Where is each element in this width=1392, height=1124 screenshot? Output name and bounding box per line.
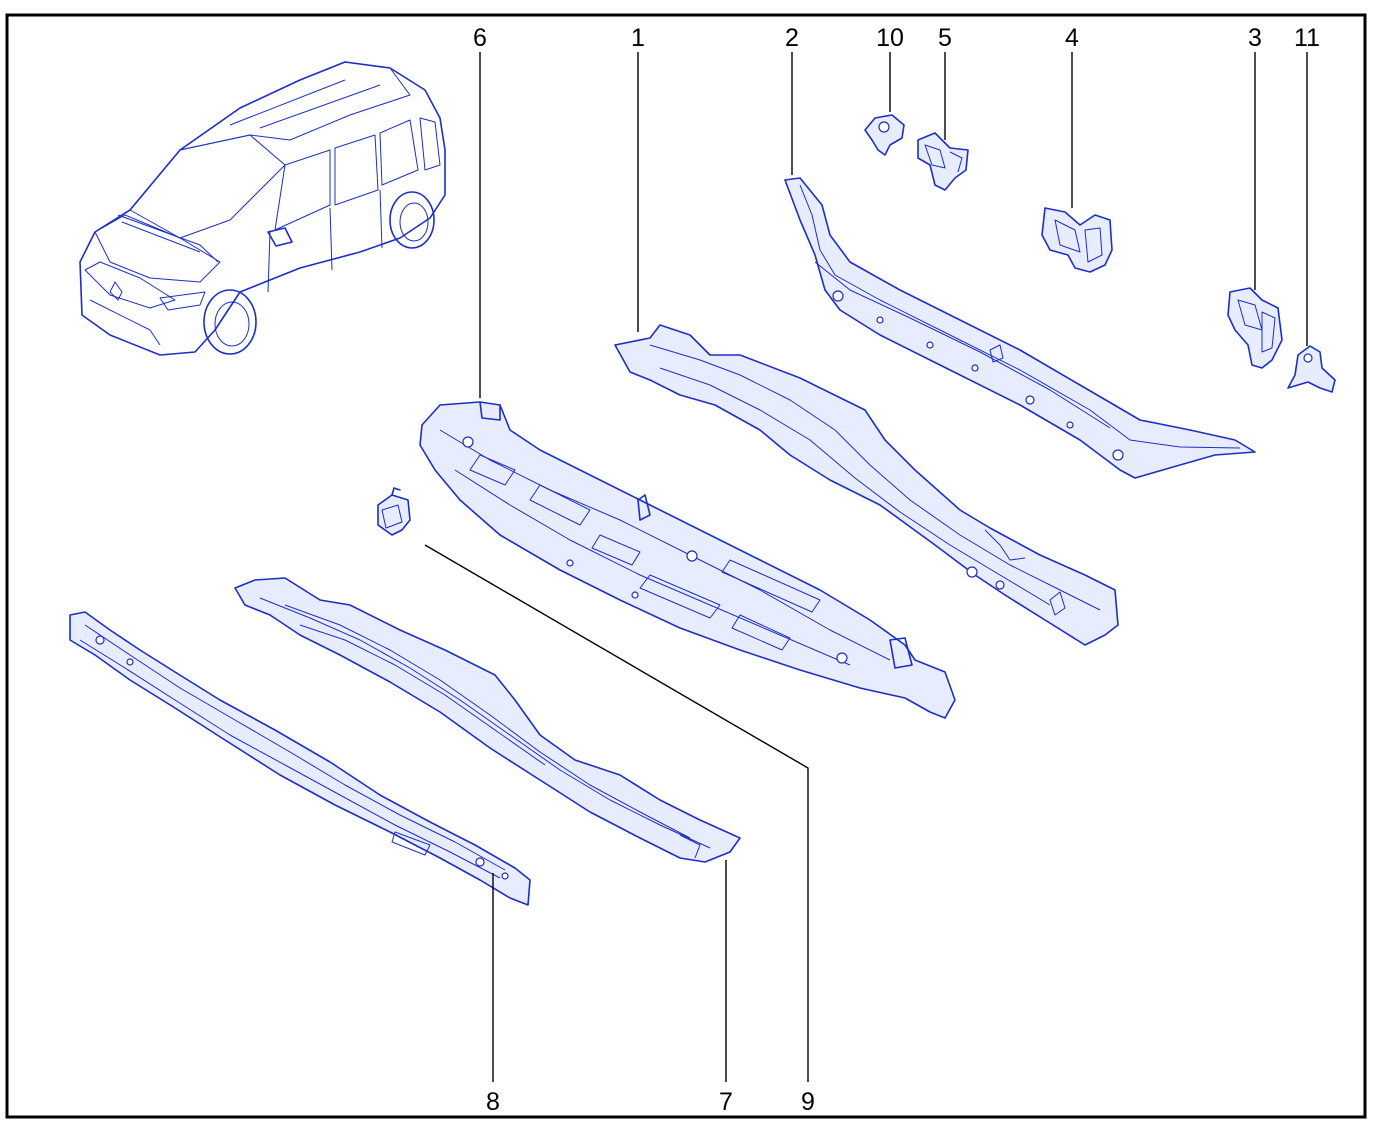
callout-10: 10 [876, 24, 904, 52]
part-9-bracket [377, 487, 411, 536]
callout-8: 8 [486, 1088, 500, 1116]
part-6-cross-member [419, 401, 956, 719]
callout-4: 4 [1065, 24, 1079, 52]
part-11-bracket [1287, 345, 1336, 393]
callout-3: 3 [1248, 24, 1262, 52]
callout-1: 1 [631, 24, 645, 52]
part-5-bracket [917, 132, 969, 191]
callout-9: 9 [801, 1088, 815, 1116]
callout-labels: 6 1 2 10 5 4 3 11 8 7 9 [473, 24, 1320, 1116]
part-3-bracket [1227, 287, 1283, 369]
callout-7: 7 [719, 1088, 733, 1116]
part-8-rail [69, 611, 531, 906]
vehicle-illustration [79, 61, 446, 356]
callout-5: 5 [938, 24, 952, 52]
diagram-frame [5, 13, 1367, 1119]
leader-9 [424, 544, 809, 1082]
callout-11: 11 [1294, 24, 1320, 52]
callout-6: 6 [473, 24, 487, 52]
part-7-rail [234, 577, 741, 863]
part-2-rail [784, 177, 1256, 479]
callout-2: 2 [785, 24, 799, 52]
part-1-rail [614, 324, 1119, 646]
leader-lines [424, 52, 1308, 1082]
part-4-bracket [1041, 207, 1113, 273]
part-10-bracket [864, 114, 905, 156]
